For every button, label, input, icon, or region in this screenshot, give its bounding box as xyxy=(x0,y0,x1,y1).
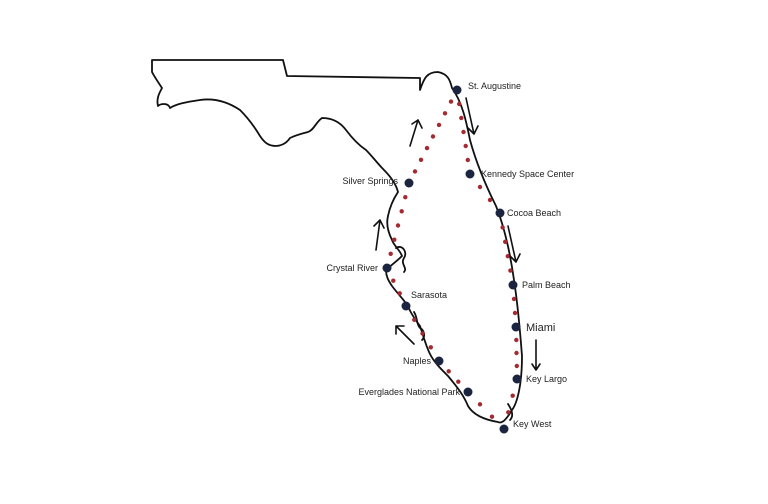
route-dot xyxy=(456,379,461,384)
stop-marker-palm-beach[interactable] xyxy=(508,280,518,290)
route-dot xyxy=(510,393,515,398)
stop-label-silver-springs: Silver Springs xyxy=(342,176,398,186)
route-dot xyxy=(506,410,511,415)
stop-marker-naples[interactable] xyxy=(434,356,444,366)
stop-marker-cocoa-beach[interactable] xyxy=(495,208,505,218)
route-dot xyxy=(514,363,519,369)
route-dot xyxy=(392,237,397,242)
route-dot xyxy=(424,145,430,151)
route-dot xyxy=(505,254,510,259)
arrow-up-right-icon xyxy=(409,119,423,147)
arrow-down-icon xyxy=(507,225,521,263)
direction-arrows xyxy=(373,97,541,371)
stop-label-kennedy-space-center: Kennedy Space Center xyxy=(481,169,574,179)
stop-marker-key-largo[interactable] xyxy=(512,374,522,384)
stop-marker-silver-springs[interactable] xyxy=(404,178,414,188)
route-dot xyxy=(500,225,505,230)
stop-marker-miami[interactable] xyxy=(511,322,521,332)
arrow-up-left-icon xyxy=(395,325,415,345)
route-dot xyxy=(463,143,468,149)
route-dot xyxy=(430,134,436,139)
coast-detail-keys xyxy=(507,403,514,421)
route-dot xyxy=(512,310,518,316)
route-dot xyxy=(503,239,508,244)
arrow-down-icon xyxy=(531,339,541,371)
route-dot xyxy=(448,99,454,104)
arrow-up-icon xyxy=(373,219,385,251)
route-dot xyxy=(459,115,464,121)
route-dot xyxy=(511,296,517,302)
stop-markers xyxy=(382,85,522,434)
arrow-down-icon xyxy=(465,97,479,135)
route-dot xyxy=(514,337,519,343)
route-dot xyxy=(391,278,396,283)
stop-label-key-west: Key West xyxy=(513,419,552,429)
stop-marker-key-west[interactable] xyxy=(499,424,509,434)
route-dot xyxy=(399,209,404,214)
stop-label-crystal-river: Crystal River xyxy=(326,263,378,273)
route-dotted-line xyxy=(388,99,519,419)
stop-label-naples: Naples xyxy=(403,356,432,366)
stop-marker-crystal-river[interactable] xyxy=(382,263,392,273)
route-dot xyxy=(442,111,448,116)
route-dot xyxy=(457,101,462,107)
route-dot xyxy=(388,251,393,256)
route-dot xyxy=(446,369,451,374)
route-dot xyxy=(397,291,402,296)
route-dot xyxy=(477,184,483,190)
stop-label-everglades-national-park: Everglades National Park xyxy=(358,387,460,397)
coast-detail-west xyxy=(395,246,407,273)
route-dot xyxy=(412,169,418,174)
stop-marker-everglades-national-park[interactable] xyxy=(463,387,473,397)
stop-label-palm-beach: Palm Beach xyxy=(522,280,571,290)
florida-outline xyxy=(151,59,523,424)
route-dot xyxy=(514,350,519,356)
route-dot xyxy=(412,317,417,322)
stop-marker-st-augustine[interactable] xyxy=(452,85,462,95)
route-dot xyxy=(477,402,483,407)
route-dot xyxy=(418,157,424,162)
stop-marker-sarasota[interactable] xyxy=(401,301,411,311)
route-dot xyxy=(428,345,433,350)
route-dot xyxy=(489,414,495,419)
route-dot xyxy=(487,197,493,203)
stop-label-key-largo: Key Largo xyxy=(526,374,567,384)
route-dot xyxy=(461,129,466,135)
route-dot xyxy=(465,157,470,163)
route-dot xyxy=(508,268,513,273)
stop-label-sarasota: Sarasota xyxy=(411,290,447,300)
coast-detail-sarasota xyxy=(413,311,426,341)
stop-label-miami: Miami xyxy=(526,322,555,334)
stop-marker-kennedy-space-center[interactable] xyxy=(465,169,475,179)
stop-label-cocoa-beach: Cocoa Beach xyxy=(507,208,561,218)
stop-labels: St. Augustine Kennedy Space Center Cocoa… xyxy=(326,81,574,429)
route-dot xyxy=(403,195,408,200)
route-dot xyxy=(436,122,442,128)
route-dot xyxy=(420,331,425,336)
route-dot xyxy=(395,223,401,228)
stop-label-st-augustine: St. Augustine xyxy=(468,81,521,91)
